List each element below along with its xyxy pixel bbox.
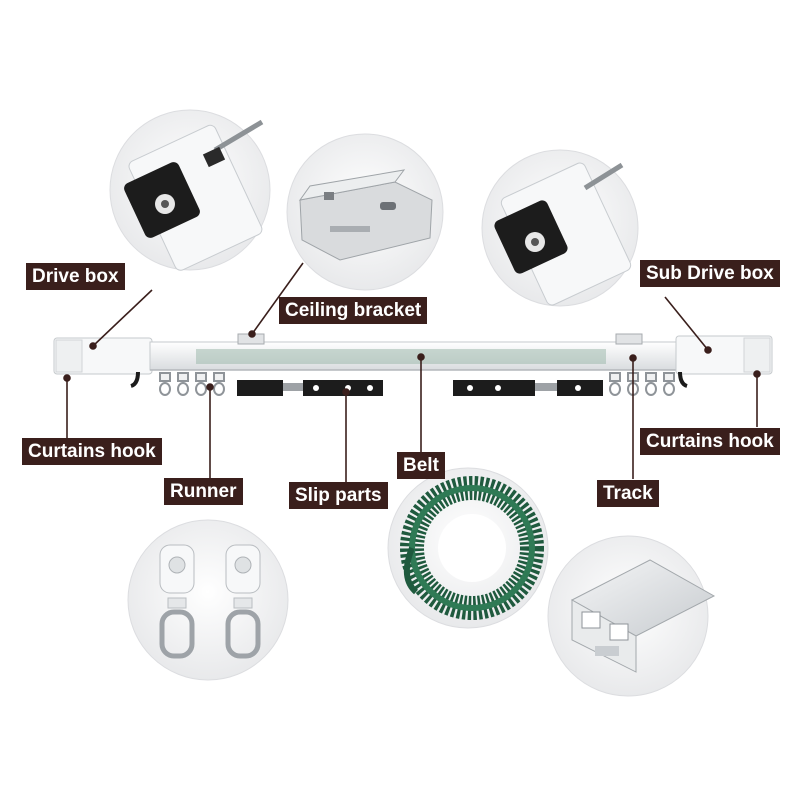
runner-hooks-right: [609, 372, 675, 396]
label-curtains-hook-right: Curtains hook: [640, 428, 780, 455]
slip-part-right: [453, 380, 603, 396]
sub-drive-box-inset: [481, 149, 639, 307]
leader-lines: [63, 262, 761, 482]
track-inset: [547, 535, 716, 697]
track-assembly: [53, 333, 773, 388]
label-belt: Belt: [397, 452, 445, 479]
label-curtains-hook-left: Curtains hook: [22, 438, 162, 465]
label-runner: Runner: [164, 478, 243, 505]
runner-inset: [127, 519, 289, 681]
label-sub-drive-box: Sub Drive box: [640, 260, 780, 287]
belt-inset: [387, 467, 549, 629]
slip-part-left: [237, 380, 383, 396]
label-slip-parts: Slip parts: [289, 482, 388, 509]
label-ceiling-bracket: Ceiling bracket: [279, 297, 428, 324]
runner-hooks-left: [159, 372, 225, 396]
drive-box-inset: [109, 109, 271, 271]
label-drive-box: Drive box: [26, 263, 125, 290]
ceiling-bracket-inset: [286, 133, 444, 291]
label-track: Track: [597, 480, 659, 507]
